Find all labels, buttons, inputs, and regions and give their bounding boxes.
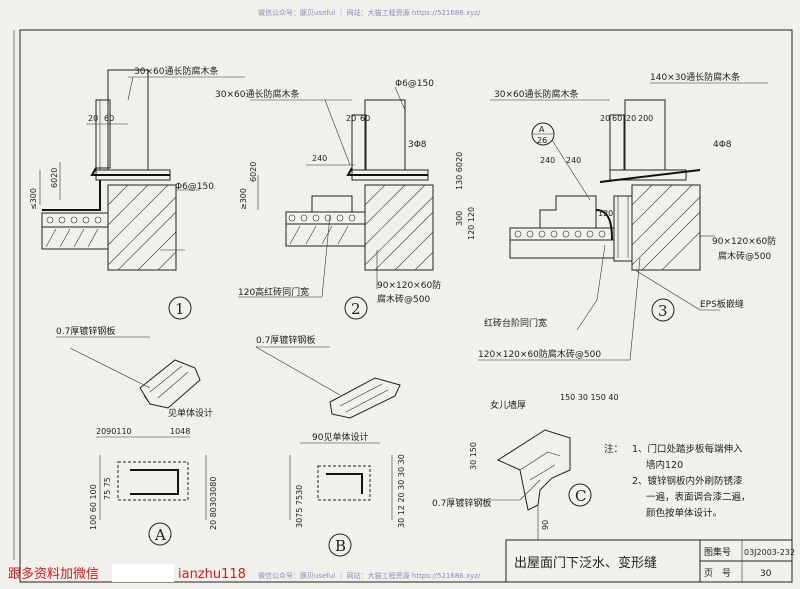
detailC-letter-circle: [568, 483, 592, 507]
ad-text-right: ianzhu118: [178, 567, 246, 582]
detail3-bar-b-label: 4Φ8: [713, 140, 732, 150]
detail2-dim-60: 60: [360, 114, 370, 123]
sheet-title: 出屋面门下泛水、变形缝: [514, 555, 657, 571]
detailB-letter-circle: [328, 533, 352, 557]
detail1-dim-300: ≤300: [29, 188, 38, 210]
detailA-plate-label: 0.7厚镀锌钢板: [56, 325, 115, 337]
detail3-dim-stack: 130 6020: [455, 152, 464, 190]
detail2-wall: [364, 184, 434, 271]
detail3-dim-120: 120: [598, 209, 613, 218]
watermark-bottom: 微信公众号：豚贝useful ｜ 网站：大猫工程资源 https://52168…: [258, 571, 481, 580]
ad-redaction-box: [112, 564, 174, 582]
detail1-rebar-label: Φ6@150: [175, 182, 214, 192]
detail3-number-circle: [651, 298, 675, 322]
note-1: 1、门口处踏步板每端伸入: [632, 443, 743, 455]
page-label: 页 号: [704, 568, 731, 579]
detailB-dim-right-stack: 30 12 20 30 30 30: [397, 454, 406, 528]
detailC-dim-left: 30 150: [469, 442, 478, 470]
detail3-wall: [631, 184, 701, 271]
detail3-dim-20b: 20: [626, 114, 636, 123]
detail-a: 0.7厚镀锌钢板 见单体设计 2090110 1048 100 60 100 7…: [56, 325, 218, 546]
detail-c: 女儿墙厚 150 30 150 40 30 150 90 0.7厚镀锌钢板 C: [432, 393, 619, 540]
detail2-brick-label-a: 90×120×60防: [377, 279, 441, 291]
detail2-bar-label: 3Φ8: [408, 140, 427, 150]
detail3-dim-240a: 240: [540, 156, 555, 165]
detail3-dim-200: 200: [638, 114, 653, 123]
notes-head: 注：: [604, 443, 623, 455]
detailA-letter-circle: [148, 522, 172, 546]
detail-b: 0.7厚镀锌钢板 90见单体设计 3075 7530 30 12 20 30 3…: [255, 334, 406, 557]
detail3-ref-bottom: 26: [537, 136, 547, 145]
detailC-dim-bottom: 90: [541, 520, 550, 530]
detail1-number: 1: [175, 300, 185, 318]
detail2-strip-label: 30×60通长防腐木条: [215, 88, 299, 100]
atlas-label: 图集号: [704, 546, 731, 558]
ad-text-left: 跟多资料加微信: [8, 566, 99, 582]
detailA-letter: A: [154, 526, 166, 544]
detail-3: A 26 30×60通长防腐木条 140×30通长防腐木条 4Φ8 90×120…: [455, 71, 776, 361]
detail3-dim-300: 300: [455, 211, 464, 226]
detail3-strip-a-label: 30×60通长防腐木条: [494, 88, 578, 100]
atlas-value: 03J2003-232: [744, 548, 795, 557]
detailC-parapet-label: 女儿墙厚: [490, 399, 526, 411]
note-2c: 颜色按单体设计。: [646, 507, 722, 519]
detail3-dim-60: 60: [612, 114, 622, 123]
detailC-plate-label: 0.7厚镀锌钢板: [432, 497, 491, 509]
detail1-number-circle: [168, 296, 192, 320]
detail1-dim-6020: 6020: [50, 168, 59, 188]
note-2b: 一遍，表面调合漆二遍，: [646, 491, 751, 503]
detail-1: 30×60通长防腐木条 Φ6@150 20 60 6020 ≤300 1: [29, 65, 245, 320]
detail3-ref-top: A: [539, 125, 545, 134]
detail1-dim-60: 60: [104, 114, 114, 123]
detail3-dim-20a: 20: [600, 114, 610, 123]
detail1-dim-20: 20: [88, 114, 98, 123]
detail3-number: 3: [658, 302, 668, 320]
detail2-dim-6020: 6020: [249, 162, 258, 182]
detailA-dim-left-small: 75 75: [103, 477, 112, 500]
detail3-brick-r-b: 腐木砖@500: [718, 250, 771, 262]
sheet-border: [19, 29, 793, 583]
detail2-number: 2: [351, 300, 361, 318]
detail2-dim-300: ≥300: [239, 188, 248, 210]
detail2-number-circle: [344, 296, 368, 320]
detailA-dim-top-left: 2090110: [96, 427, 132, 436]
title-block: 出屋面门下泛水、变形缝 图集号 03J2003-232 页 号 30: [505, 539, 795, 583]
detail3-strip-b-label: 140×30通长防腐木条: [650, 71, 740, 83]
detailB-note: 90见单体设计: [312, 431, 368, 443]
watermark-top: 微信公众号：豚贝useful ｜ 网站：大猫工程资源 https://52168…: [258, 8, 481, 17]
page-value: 30: [760, 569, 772, 579]
detail3-eps-joint: [613, 195, 633, 262]
detail1-wall: [107, 184, 177, 271]
note-2: 2、镀锌钢板内外刷防锈漆: [632, 475, 743, 487]
detailC-letter: C: [575, 487, 586, 505]
detail2-dim-240: 240: [312, 154, 327, 163]
detail3-brick-b-label: 120×120×60防腐木砖@500: [478, 348, 601, 360]
detail2-rebar-label: Φ6@150: [395, 79, 434, 89]
detail3-dim-120b: 120 120: [467, 207, 476, 240]
detail3-steps-label: 红砖台阶同门宽: [484, 317, 547, 329]
detail2-brick-label-b: 腐木砖@500: [377, 293, 430, 305]
detailA-dim-top-right: 1048: [170, 427, 190, 436]
detail-2: 30×60通长防腐木条 Φ6@150 3Φ8 90×120×60防 腐木砖@50…: [215, 79, 441, 320]
detailB-letter: B: [335, 537, 346, 555]
detailA-dim-right-stack: 20 80303080: [209, 477, 218, 530]
detailB-dim-left-stack: 3075 7530: [295, 485, 304, 528]
detailC-dim-top: 150 30 150 40: [560, 393, 619, 402]
detail3-dim-240b: 240: [566, 156, 581, 165]
detail2-redbrick-label: 120高红砖同门宽: [238, 286, 309, 298]
general-notes: 注： 1、门口处踏步板每端伸入 墙内120 2、镀锌钢板内外刷防锈漆 一遍，表面…: [604, 443, 751, 519]
detailA-dim-left-stack: 100 60 100: [89, 484, 98, 530]
detail1-strip-label: 30×60通长防腐木条: [134, 65, 218, 77]
detailB-plate-label: 0.7厚镀锌钢板: [256, 334, 315, 346]
detail2-dim-20: 20: [346, 114, 356, 123]
note-1b: 墙内120: [646, 459, 683, 471]
detail3-eps-label: EPS板嵌缝: [700, 298, 744, 310]
detail3-brick-r-a: 90×120×60防: [712, 235, 776, 247]
detailA-note: 见单体设计: [168, 407, 213, 419]
